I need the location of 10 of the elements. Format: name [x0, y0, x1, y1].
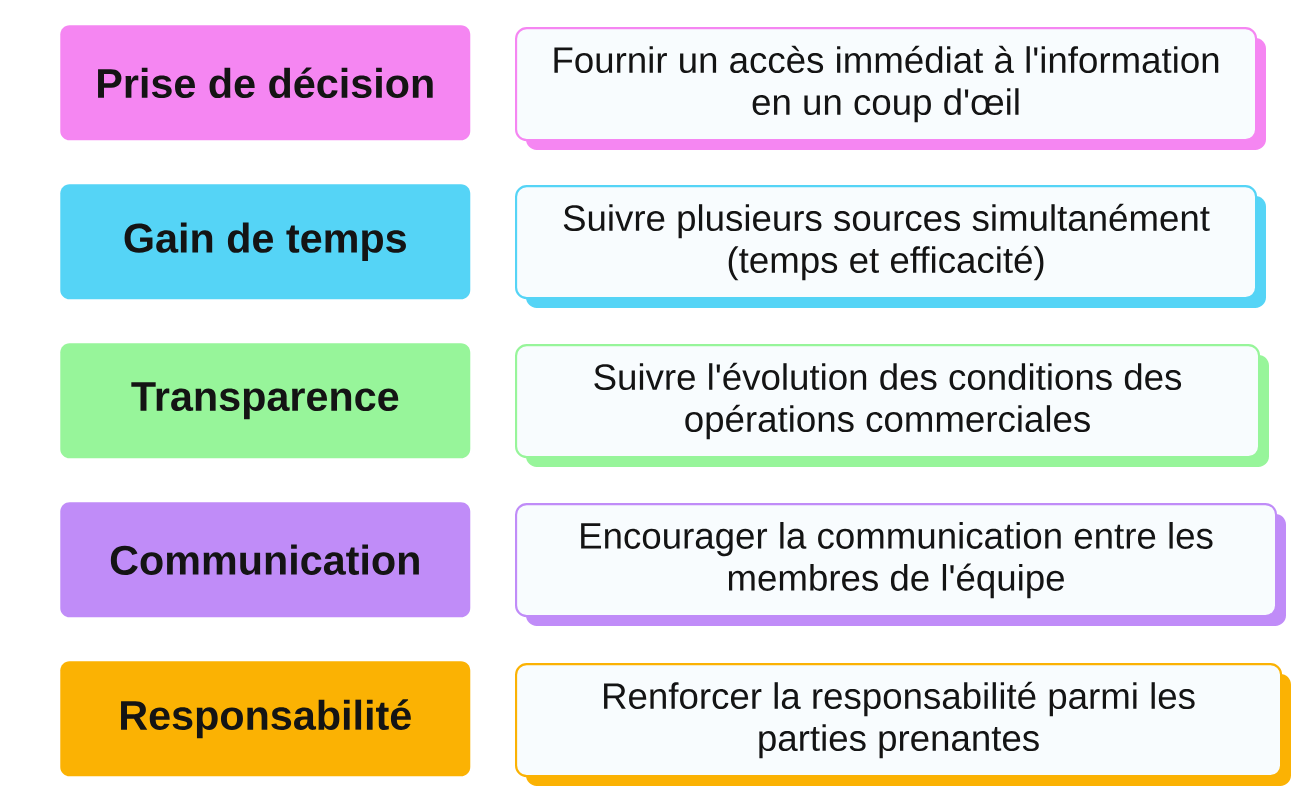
category-box: Communication — [60, 502, 471, 618]
description-card: Suivre plusieurs sources simultanément (temps et efficacité) — [515, 185, 1266, 308]
description-card: Suivre l'évolution des conditions des opérations commerciales — [515, 344, 1269, 467]
category-box: Transparence — [60, 343, 471, 459]
description-card: Fournir un accès immédiat à l'information en un coup d'œil — [515, 27, 1266, 150]
description-card: Renforcer la responsabilité parmi les parties prenantes — [515, 663, 1291, 786]
category-box: Prise de décision — [60, 25, 471, 141]
category-box: Gain de temps — [60, 184, 471, 300]
description-card: Encourager la communication entre les membres de l'équipe — [515, 503, 1286, 626]
category-box: Responsabilité — [60, 661, 471, 777]
